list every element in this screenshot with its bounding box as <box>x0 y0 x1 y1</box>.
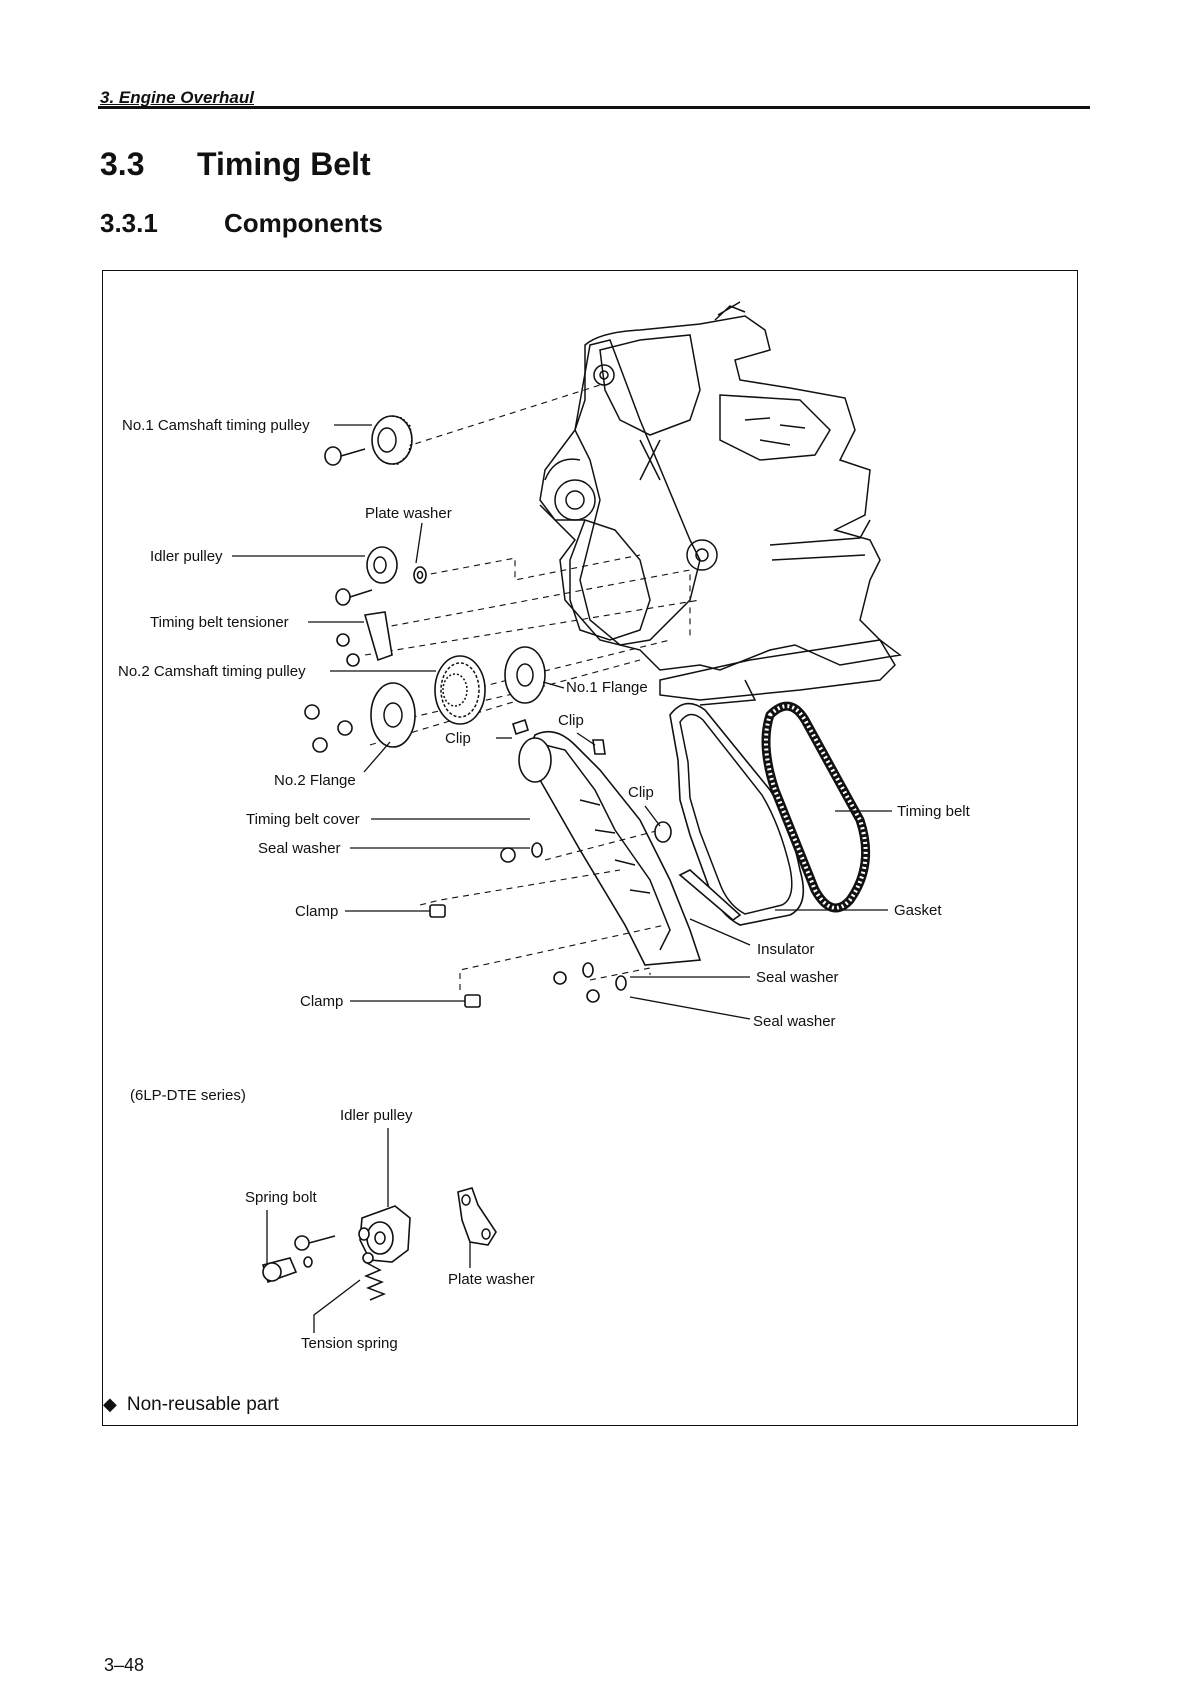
cam1-bolt <box>324 446 366 466</box>
no1-camshaft-pulley-part <box>371 415 413 465</box>
chapter-header: 3. Engine Overhaul <box>100 88 254 107</box>
legend-text: Non-reusable part <box>126 1394 279 1415</box>
idler-pulley-part <box>366 546 398 584</box>
idler-bolt <box>335 588 373 606</box>
label-timing-belt: Timing belt <box>897 803 971 820</box>
section-title: Timing Belt <box>197 146 371 182</box>
label-plate-washer: Plate washer <box>365 505 452 522</box>
cover-bolt-1 <box>500 842 543 863</box>
label-seal-washer-3: Seal washer <box>753 1013 836 1030</box>
legend: ◆ Non-reusable part <box>103 1394 279 1416</box>
assembly-lines <box>364 384 701 990</box>
label-clamp-1: Clamp <box>295 903 338 920</box>
label-gasket: Gasket <box>894 902 942 919</box>
header-rule <box>98 106 1090 109</box>
inset-series-label: (6LP-DTE series) <box>130 1087 246 1104</box>
leader-lines <box>232 424 892 1020</box>
label-timing-belt-cover: Timing belt cover <box>246 811 360 828</box>
inset-label-tension-spring: Tension spring <box>301 1335 398 1352</box>
insulator-part <box>678 869 742 922</box>
inset-label-spring-bolt: Spring bolt <box>245 1189 318 1206</box>
cover-bolts-lower <box>553 962 627 1003</box>
clip3-part <box>654 821 672 843</box>
clamp1-part <box>429 904 446 918</box>
label-clamp-2: Clamp <box>300 993 343 1010</box>
plate-washer-part <box>413 566 427 584</box>
label-clip-top: Clip <box>558 712 584 729</box>
clip2-part <box>592 739 606 755</box>
label-timing-belt-tensioner: Timing belt tensioner <box>150 614 289 631</box>
no2-camshaft-pulley-part <box>434 655 486 725</box>
clamp2-part <box>464 994 481 1008</box>
label-no2-flange: No.2 Flange <box>274 772 356 789</box>
section-number: 3.3 <box>100 146 145 182</box>
subsection-title: Components <box>224 208 383 238</box>
label-seal-washer-2: Seal washer <box>756 969 839 986</box>
inset-label-idler-pulley: Idler pulley <box>340 1107 413 1124</box>
section-heading: 3.3 Timing Belt <box>100 146 371 183</box>
engine-block <box>539 301 902 706</box>
label-idler-pulley: Idler pulley <box>150 548 223 565</box>
inset-6lp-dte: (6LP-DTE series) Idler pulley Spring bol… <box>130 1087 535 1352</box>
tensioner-part <box>336 611 393 667</box>
figure-frame <box>102 270 1078 1426</box>
flange2-bolts <box>304 704 353 753</box>
clip1-part <box>512 718 529 736</box>
part-labels: No.1 Camshaft timing pulley Plate washer… <box>118 417 971 1030</box>
subsection-number: 3.3.1 <box>100 208 158 238</box>
label-no2-camshaft-pulley: No.2 Camshaft timing pulley <box>118 663 306 680</box>
no1-flange-part <box>504 646 546 704</box>
label-clip-left: Clip <box>445 730 471 747</box>
diamond-icon: ◆ <box>103 1394 117 1414</box>
no2-flange-part <box>370 682 416 748</box>
inset-label-plate-washer: Plate washer <box>448 1271 535 1288</box>
label-no1-flange: No.1 Flange <box>566 679 648 696</box>
label-seal-washer-1: Seal washer <box>258 840 341 857</box>
label-insulator: Insulator <box>757 941 815 958</box>
timing-belt-cover-part <box>518 730 702 966</box>
page-number: 3–48 <box>104 1655 145 1675</box>
label-clip-right: Clip <box>628 784 654 801</box>
gasket-inner-edge <box>679 713 793 915</box>
timing-belt-part <box>761 701 871 913</box>
subsection-heading: 3.3.1 Components <box>100 208 383 239</box>
label-no1-camshaft-pulley: No.1 Camshaft timing pulley <box>122 417 310 434</box>
